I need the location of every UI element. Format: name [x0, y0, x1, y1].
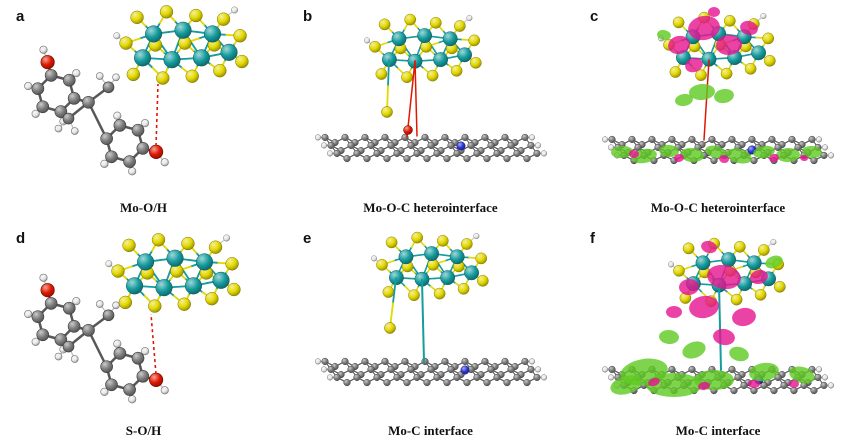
panel-b-structure-image	[314, 13, 548, 163]
panel-d: d S-O/H	[0, 222, 287, 445]
panel-letter-e: e	[303, 230, 312, 247]
panel-f: f Mo-C interface	[574, 222, 862, 445]
panel-b: b Mo-O-C heterointerface	[287, 0, 574, 222]
panel-a: a Mo-O/H	[0, 0, 287, 222]
panel-a-caption: Mo-O/H	[120, 200, 167, 215]
panel-letter-b: b	[303, 8, 313, 25]
panel-letter-c: c	[590, 8, 599, 25]
panel-f-structure-image	[601, 237, 835, 397]
panel-e-structure-image	[314, 231, 548, 387]
panel-d-caption: S-O/H	[125, 423, 162, 438]
panel-c-caption: Mo-O-C heterointerface	[650, 200, 786, 215]
panel-letter-d: d	[16, 230, 26, 247]
panel-d-structure-image	[24, 233, 241, 404]
panel-c: c Mo-O-C heterointerface	[574, 0, 862, 222]
panel-e-caption: Mo-C interface	[388, 423, 473, 438]
panel-e: e Mo-C interface	[287, 222, 574, 445]
panel-b-caption: Mo-O-C heterointerface	[363, 200, 498, 215]
panel-c-structure-image	[601, 7, 835, 165]
panel-letter-a: a	[16, 8, 25, 25]
panel-letter-f: f	[590, 230, 595, 247]
panel-f-caption: Mo-C interface	[675, 423, 761, 438]
panel-a-structure-image	[24, 5, 249, 176]
